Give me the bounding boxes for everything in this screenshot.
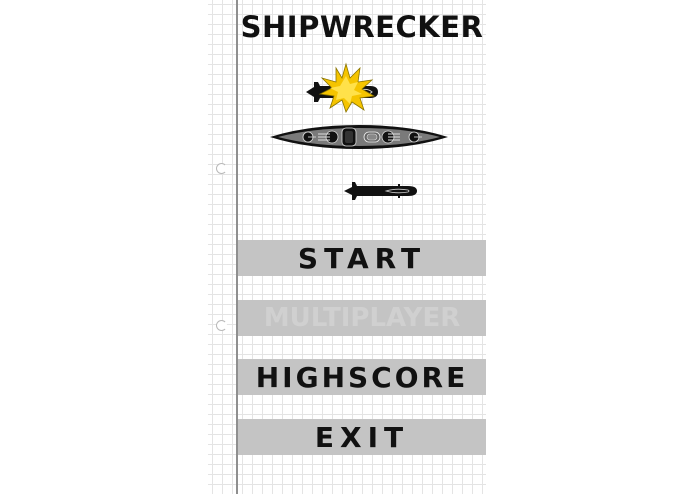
start-button[interactable]: START	[238, 240, 486, 276]
highscore-button[interactable]: HIGHSCORE	[238, 359, 486, 395]
game-title: SHIPWRECKER	[240, 10, 484, 44]
submarine-explosion-icon	[306, 62, 378, 113]
notebook-margin-line	[236, 0, 238, 494]
exit-button[interactable]: EXIT	[238, 419, 486, 455]
binder-hole-bottom	[216, 320, 227, 331]
submarine-icon	[344, 182, 417, 200]
multiplayer-button[interactable]: MULTIPLAYER	[238, 300, 486, 336]
battleship-icon	[270, 125, 448, 149]
binder-hole-top	[216, 163, 227, 174]
